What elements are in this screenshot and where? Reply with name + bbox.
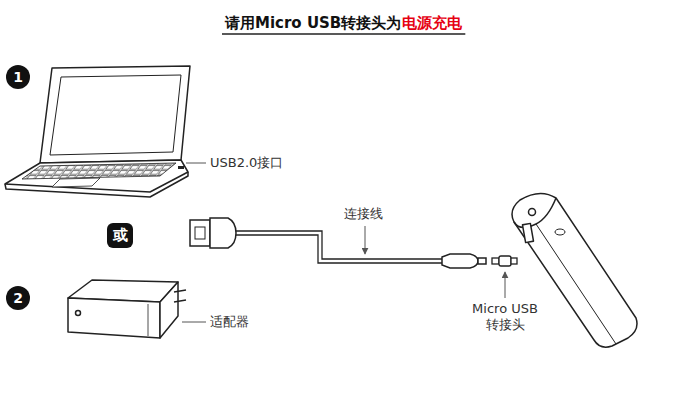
page-title: 请用Micro USB转接头为 bbox=[225, 14, 401, 32]
leader-line bbox=[186, 163, 206, 164]
usb-a-plug bbox=[190, 218, 236, 248]
leader-line bbox=[182, 322, 206, 323]
port-label: USB2.0接口 bbox=[210, 155, 283, 171]
laptop bbox=[5, 66, 190, 197]
micro-usb-adapter bbox=[492, 256, 517, 266]
cable bbox=[236, 231, 442, 263]
callout-number: 2 bbox=[6, 286, 30, 310]
node-text: 1 bbox=[13, 69, 23, 85]
connector-label: Micro USB 转接头 bbox=[465, 301, 545, 332]
cable-label: 连接线 bbox=[344, 206, 383, 222]
power-bank bbox=[512, 193, 637, 347]
pointer-arrow bbox=[505, 272, 506, 298]
adapter-label: 适配器 bbox=[210, 314, 249, 330]
node-text: 或 bbox=[113, 226, 128, 245]
node-text: 2 bbox=[13, 290, 23, 306]
callout-number: 1 bbox=[6, 65, 30, 89]
micro-usb-plug bbox=[442, 254, 486, 268]
or-badge: 或 bbox=[107, 223, 133, 248]
title-highlight: 电源充电 bbox=[402, 14, 462, 32]
adapter bbox=[68, 280, 186, 338]
title-underline bbox=[222, 33, 465, 35]
pointer-arrow bbox=[365, 226, 366, 254]
